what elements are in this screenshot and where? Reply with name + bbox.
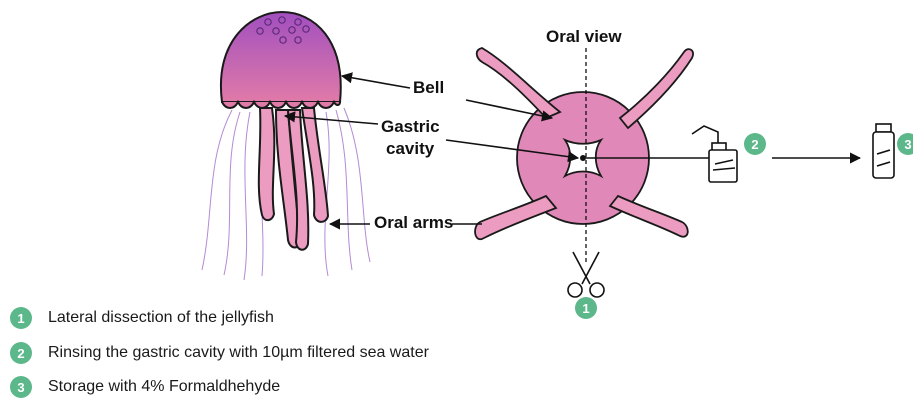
step-2-badge: 2 bbox=[10, 342, 32, 364]
gastric-cavity-label-line1: Gastric bbox=[381, 117, 440, 137]
step-item-2: 2 Rinsing the gastric cavity with 10µm f… bbox=[10, 341, 429, 365]
gastric-cavity-label-line2: cavity bbox=[386, 139, 434, 159]
step-3-text: Storage with 4% Formaldhehyde bbox=[48, 378, 280, 396]
bell-callout-arrow bbox=[342, 76, 410, 88]
step-1-badge: 1 bbox=[10, 307, 32, 329]
step-item-3: 3 Storage with 4% Formaldhehyde bbox=[10, 375, 280, 399]
cavity-center-dot bbox=[580, 155, 586, 161]
wash-bottle-step-badge: 2 bbox=[744, 133, 766, 155]
step-item-1: 1 Lateral dissection of the jellyfish bbox=[10, 306, 274, 330]
step-3-badge: 3 bbox=[10, 376, 32, 398]
oral-view-figure bbox=[475, 48, 693, 239]
vial-icon bbox=[873, 124, 894, 178]
vial-step-badge: 3 bbox=[897, 133, 913, 155]
step-2-text: Rinsing the gastric cavity with 10µm fil… bbox=[48, 344, 429, 362]
oral-arms-label: Oral arms bbox=[374, 213, 453, 233]
step-1-text: Lateral dissection of the jellyfish bbox=[48, 309, 274, 327]
jellyfish-oral-arms bbox=[259, 108, 328, 250]
bell-label: Bell bbox=[413, 78, 444, 98]
wash-bottle-icon bbox=[692, 126, 737, 182]
jellyfish-bell bbox=[221, 12, 341, 108]
oral-view-title: Oral view bbox=[546, 27, 622, 47]
scissors-step-badge: 1 bbox=[575, 297, 597, 319]
